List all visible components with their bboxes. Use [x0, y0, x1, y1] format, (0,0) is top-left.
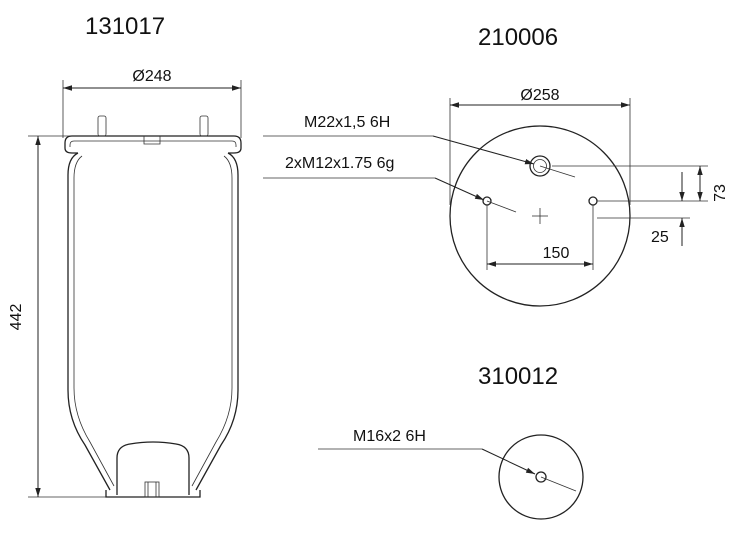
top-plate-part-number: 210006 [478, 24, 558, 51]
bottom-thread-label: M16x2 6H [353, 428, 426, 445]
bellows-diameter-dimension: Ø248 [62, 68, 242, 138]
side-thread-callout: 2xM12x1.75 6g [263, 155, 485, 201]
spacing-label: 150 [543, 245, 570, 262]
offset-x-label: 25 [651, 229, 669, 246]
bottom-thread-callout: M16x2 6H [318, 428, 536, 475]
bottom-plate-view: 310012 M16x2 6H [318, 363, 584, 520]
top-plate-view: 210006 Ø258 M22x1,5 6H [263, 24, 729, 307]
center-thread-callout: M22x1,5 6H [263, 114, 535, 165]
bellows-outline [64, 115, 242, 498]
bellows-height-label: 442 [8, 304, 25, 331]
top-plate-diameter-label: Ø258 [520, 87, 559, 104]
bellows-height-dimension: 442 [8, 135, 110, 498]
center-thread-label: M22x1,5 6H [304, 114, 390, 131]
bottom-plate-circle [498, 434, 584, 520]
bellows-view: 131017 Ø248 442 [8, 13, 242, 498]
offset-x-dimension: 25 [597, 172, 690, 246]
bottom-plate-part-number: 310012 [478, 363, 558, 390]
top-plate-circle [449, 125, 631, 307]
bellows-part-number: 131017 [85, 13, 165, 40]
side-thread-label: 2xM12x1.75 6g [285, 155, 394, 172]
bellows-diameter-label: Ø248 [132, 68, 171, 85]
offset-y-dimension: 73 [552, 165, 729, 202]
bottom-thread-hole [535, 471, 577, 492]
offset-y-label: 73 [712, 184, 729, 202]
spacing-dimension: 150 [486, 205, 594, 270]
top-plate-diameter-dimension: Ø258 [449, 87, 631, 205]
center-thread-hole [529, 155, 576, 178]
